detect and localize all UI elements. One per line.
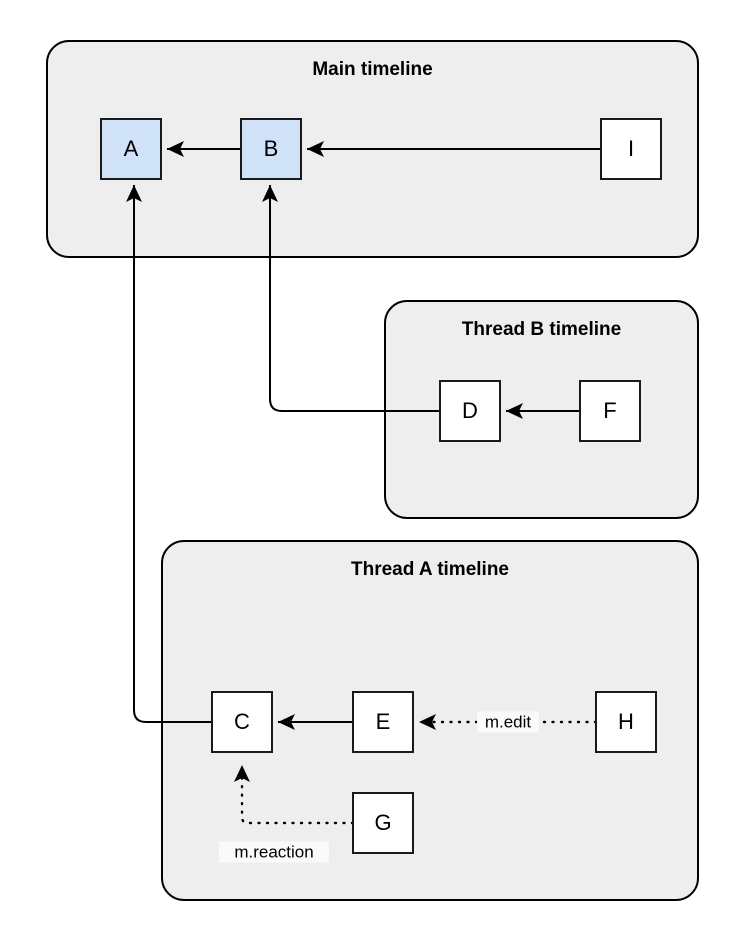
event-node-C[interactable]: C [211, 691, 273, 753]
event-node-box-A[interactable] [100, 118, 162, 180]
edge-g-to-c [240, 763, 355, 825]
arrow-h-to-e-arrowhead-icon [419, 714, 436, 730]
edges-layer [126, 141, 601, 825]
event-node-label-D: D [462, 398, 478, 423]
event-node-A[interactable]: A [100, 118, 162, 180]
arrow-g-to-c-arrowhead-icon [234, 765, 250, 782]
event-node-box-E[interactable] [352, 691, 414, 753]
event-node-label-A: A [124, 136, 139, 161]
edge-label-text-g-to-c: m.reaction [234, 842, 313, 861]
edge-label-h-to-e: m.edit [477, 711, 539, 733]
arrow-c-to-a-arrowhead-icon [126, 185, 142, 202]
event-node-H[interactable]: H [595, 691, 657, 753]
event-nodes-layer: A B I D F C E H G [100, 118, 662, 854]
timeline-group-thread_b: Thread B timeline [384, 300, 699, 519]
event-node-D[interactable]: D [439, 380, 501, 442]
event-node-box-F[interactable] [579, 380, 641, 442]
event-node-label-E: E [376, 709, 391, 734]
arrow-d-to-b-arrowhead-icon [262, 185, 278, 202]
timeline-group-title-thread_b: Thread B timeline [462, 319, 621, 340]
event-node-box-H[interactable] [595, 691, 657, 753]
event-node-B[interactable]: B [240, 118, 302, 180]
event-node-label-F: F [603, 398, 616, 423]
edge-c-to-a [133, 185, 212, 723]
event-node-label-B: B [264, 136, 279, 161]
event-node-G[interactable]: G [352, 792, 414, 854]
event-node-box-D[interactable] [439, 380, 501, 442]
event-node-box-B[interactable] [240, 118, 302, 180]
event-node-box-I[interactable] [600, 118, 662, 180]
edge-labels-layer: m.edit m.reaction [219, 711, 539, 863]
edge-label-text-h-to-e: m.edit [485, 712, 532, 731]
event-node-label-I: I [628, 136, 634, 161]
timeline-group-title-thread_a: Thread A timeline [351, 559, 509, 580]
event-node-box-G[interactable] [352, 792, 414, 854]
timeline-group-box-thread_b [384, 300, 699, 519]
arrow-f-to-d-arrowhead-icon [506, 403, 523, 419]
event-node-label-C: C [234, 709, 250, 734]
arrow-e-to-c-arrowhead-icon [278, 714, 295, 730]
edge-d-to-b [269, 185, 440, 412]
arrow-i-to-b-arrowhead-icon [307, 141, 324, 157]
timeline-group-title-main: Main timeline [312, 59, 432, 80]
edge-label-background-g-to-c [219, 841, 329, 863]
event-node-box-C[interactable] [211, 691, 273, 753]
event-node-label-H: H [618, 709, 634, 734]
edge-label-background-h-to-e [477, 711, 539, 733]
event-node-F[interactable]: F [579, 380, 641, 442]
event-node-I[interactable]: I [600, 118, 662, 180]
arrow-b-to-a-arrowhead-icon [167, 141, 184, 157]
event-node-label-G: G [374, 810, 391, 835]
event-node-E[interactable]: E [352, 691, 414, 753]
edge-label-g-to-c: m.reaction [219, 841, 329, 863]
